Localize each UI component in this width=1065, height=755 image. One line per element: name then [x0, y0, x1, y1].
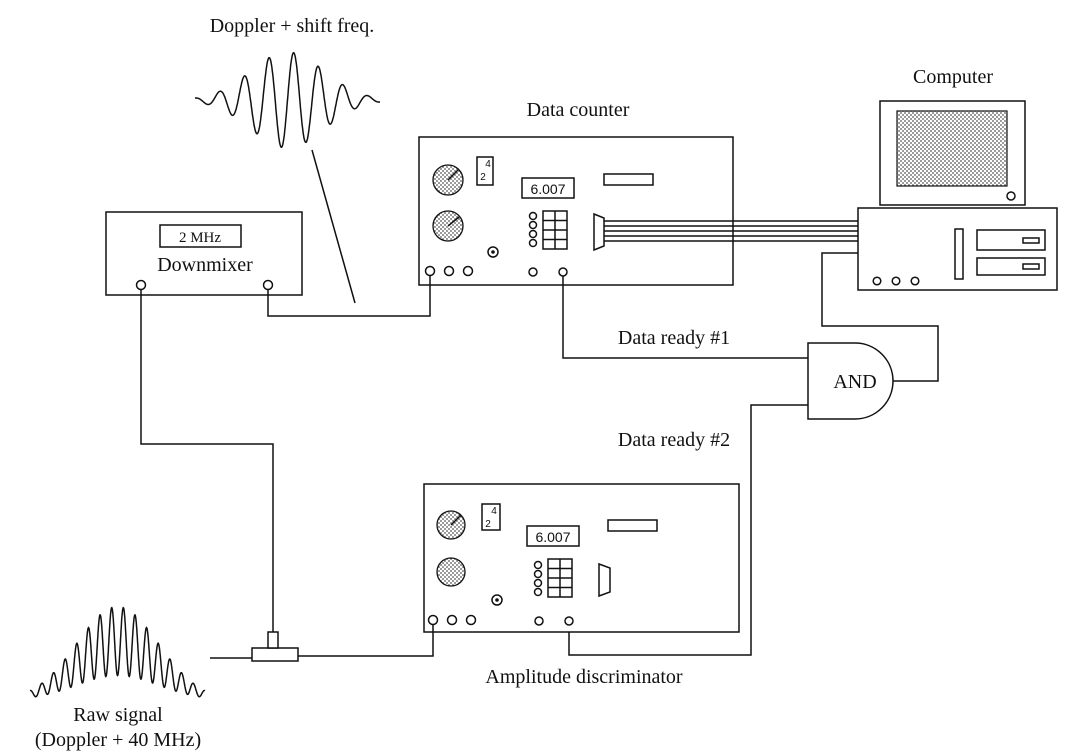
discriminator-knob	[491, 594, 503, 606]
tee-splitter	[251, 647, 299, 662]
amplitude-discriminator: 4 2 6.007	[423, 483, 740, 633]
computer-port-2	[891, 276, 901, 286]
disk-drive-lower	[976, 257, 1046, 276]
computer-port-1	[872, 276, 882, 286]
data-ready-1-line	[562, 276, 808, 359]
and-gate-label: AND	[833, 371, 876, 393]
doppler-shift-label: Doppler + shift freq.	[210, 15, 375, 37]
tee-to-discriminator-cable	[298, 625, 434, 657]
computer-slot	[954, 228, 964, 280]
computer-label: Computer	[913, 66, 993, 88]
monitor-power-knob	[1006, 191, 1016, 201]
amplitude-discriminator-label: Amplitude discriminator	[485, 666, 683, 688]
counter-data-connector	[593, 212, 605, 252]
disk-drive-upper-slot	[1022, 237, 1040, 244]
tee-to-downmixer-cable	[140, 290, 274, 648]
counter-knob	[487, 246, 499, 258]
raw-signal-label: Raw signal	[73, 704, 163, 726]
data-bus-cable	[604, 220, 858, 242]
data-ready-2-line	[568, 404, 808, 656]
svg-text:4: 4	[485, 159, 491, 170]
computer	[857, 100, 1058, 291]
downmixer: 2 MHz Downmixer	[105, 211, 303, 296]
disk-drive-upper	[976, 229, 1046, 251]
downmixer-input-port	[135, 279, 147, 291]
counter-range-switch	[476, 156, 494, 186]
discriminator-label-plate	[607, 519, 658, 532]
downmixer-label: Downmixer	[157, 254, 253, 276]
downmixer-to-counter-cable	[267, 276, 431, 317]
discriminator-display	[526, 525, 580, 547]
discriminator-input-port	[427, 614, 439, 626]
computer-port-3	[910, 276, 920, 286]
counter-label-plate	[603, 173, 654, 186]
and-output-to-computer-line	[821, 252, 939, 382]
disk-drive-lower-slot	[1022, 263, 1040, 270]
discriminator-connector	[598, 562, 611, 598]
data-counter: 4 2 6.007	[418, 136, 734, 286]
discriminator-chassis	[423, 483, 740, 633]
downmixer-display-value: 2 MHz	[179, 230, 221, 246]
raw-signal-waveform	[29, 606, 206, 698]
svg-text:2: 2	[485, 519, 491, 530]
counter-input-port	[424, 265, 436, 277]
data-ready-1-label: Data ready #1	[618, 327, 730, 349]
and-gate	[807, 342, 894, 420]
discriminator-display-value: 6.007	[535, 529, 570, 545]
waveform-pointer-line	[311, 149, 356, 304]
svg-text:2: 2	[480, 172, 486, 183]
counter-display	[521, 177, 575, 199]
data-counter-label: Data counter	[527, 99, 630, 121]
svg-text:4: 4	[491, 506, 497, 517]
data-counter-chassis	[418, 136, 734, 286]
doppler-shift-waveform	[195, 51, 380, 149]
discriminator-data-ready-port	[564, 616, 574, 626]
discriminator-dial-lower	[436, 557, 466, 587]
downmixer-output-port	[262, 279, 274, 291]
counter-display-value: 6.007	[530, 181, 565, 197]
computer-screen	[896, 110, 1008, 187]
data-ready-2-label: Data ready #2	[618, 429, 730, 451]
downmixer-display	[159, 224, 242, 248]
raw-signal-sublabel: (Doppler + 40 MHz)	[35, 729, 201, 751]
discriminator-range-switch	[481, 503, 501, 531]
